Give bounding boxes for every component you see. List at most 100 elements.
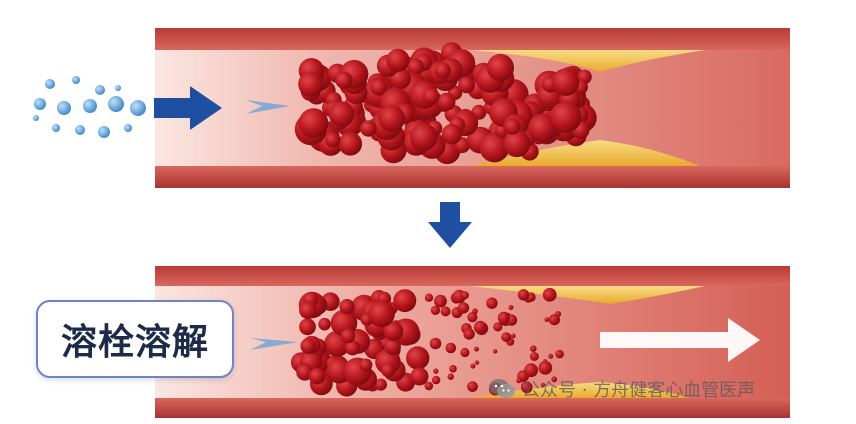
clot-fragment — [431, 375, 441, 385]
clot-fragment — [508, 305, 514, 310]
clot-fragment — [474, 346, 479, 352]
dissolving-clot — [290, 287, 564, 397]
drug-flow-arrow-icon — [154, 86, 222, 130]
red-blood-cell — [479, 132, 510, 163]
red-blood-cell — [503, 130, 531, 158]
clot-fragment — [555, 349, 564, 359]
clot-fragment — [461, 291, 469, 300]
red-blood-cell — [386, 48, 410, 72]
red-blood-cell — [344, 340, 361, 356]
red-blood-cell — [325, 132, 341, 148]
thrombolysis-label-text: 溶栓溶解 — [60, 322, 209, 363]
clot-fragment — [486, 297, 498, 309]
clot-fragment — [501, 332, 512, 342]
down-arrow-icon — [428, 202, 472, 248]
drug-particle — [130, 100, 146, 116]
clot-fragment — [447, 373, 454, 380]
red-blood-cell — [528, 113, 557, 143]
drug-particle — [72, 76, 80, 84]
red-blood-cell — [407, 58, 425, 76]
drug-particle — [108, 96, 124, 112]
drug-particle — [33, 115, 39, 121]
drug-particle — [75, 125, 85, 135]
red-blood-cell — [340, 328, 356, 344]
red-blood-cell — [437, 92, 456, 111]
clot-fragment — [530, 345, 537, 353]
red-blood-cell — [378, 105, 406, 132]
clot-fragment — [424, 293, 434, 302]
clot-fragment — [548, 314, 561, 326]
red-blood-cell — [410, 367, 429, 386]
plaque-bottom-upper — [470, 286, 705, 304]
clot-fragment — [429, 337, 442, 350]
clot-fragment — [460, 347, 470, 358]
clot-fragment — [551, 376, 558, 383]
clot-fragment — [473, 320, 487, 334]
thrombolysis-label: 溶栓溶解 — [36, 300, 234, 378]
clot-fragment — [493, 322, 503, 332]
vessel-bottom — [155, 266, 790, 418]
red-blood-cell — [298, 108, 329, 138]
red-blood-cell — [383, 337, 401, 355]
clot-fragment — [529, 352, 539, 361]
red-blood-cell — [300, 338, 316, 354]
drug-particles — [33, 76, 146, 138]
clot-fragment — [521, 381, 533, 394]
red-blood-cell — [434, 62, 451, 79]
drug-particle — [45, 79, 55, 89]
drug-particle — [115, 85, 121, 91]
vessel-bottom-upper-wall — [155, 266, 790, 286]
clot-fragment — [544, 317, 550, 323]
red-blood-cell — [393, 289, 417, 313]
clot-fragment — [445, 342, 457, 354]
clot-fragment — [470, 363, 476, 369]
drug-streak-bottom-icon — [250, 338, 298, 350]
red-blood-cell — [299, 318, 316, 336]
drug-particle — [95, 85, 105, 95]
red-blood-cell — [370, 78, 388, 96]
watermark-text: 公众号 · 方舟健客心血管医声 — [522, 380, 756, 401]
clot-fragment — [516, 377, 522, 384]
clot-fragment — [524, 363, 538, 378]
watermark: 公众号 · 方舟健客心血管医声 — [488, 376, 755, 402]
red-blood-cell — [383, 321, 404, 342]
clot-fragment — [548, 353, 554, 359]
clot-fragment — [424, 381, 434, 391]
clot-fragment — [542, 287, 557, 302]
red-blood-cell — [360, 120, 377, 137]
clot-fragment — [440, 306, 451, 317]
red-blood-cell — [381, 363, 396, 378]
red-blood-cell — [441, 124, 462, 145]
red-blood-cell — [368, 300, 395, 328]
red-blood-cell — [550, 101, 582, 133]
plaque-top-upper — [470, 50, 705, 72]
drug-streak-icon — [246, 100, 290, 114]
red-blood-cell — [359, 358, 373, 372]
clot-fragment — [474, 360, 480, 365]
clot-fragment — [472, 308, 478, 315]
clot-fragment — [540, 382, 546, 388]
red-blood-cell — [551, 68, 580, 96]
drug-particle — [52, 124, 60, 132]
red-blood-cell — [338, 132, 363, 156]
clot-fragment — [463, 328, 475, 340]
clot-fragment — [493, 349, 498, 354]
red-blood-cell — [406, 346, 430, 370]
red-blood-cell — [318, 317, 331, 331]
drug-particle — [57, 101, 71, 115]
drug-particle — [83, 99, 97, 113]
red-blood-cell — [299, 301, 317, 320]
clot-fragment — [433, 368, 439, 374]
blood-clot — [294, 42, 597, 165]
vessel-top-lower-wall — [155, 166, 790, 188]
clot-fragment — [517, 289, 530, 301]
plaque-bottom-lower — [470, 382, 690, 398]
clot-fragment — [449, 365, 457, 373]
drug-particle — [124, 124, 132, 132]
clot-fragment — [467, 381, 478, 392]
red-blood-cell — [308, 368, 326, 385]
red-blood-cell — [328, 101, 355, 127]
clot-fragment — [538, 360, 553, 375]
red-blood-cell — [422, 88, 440, 105]
